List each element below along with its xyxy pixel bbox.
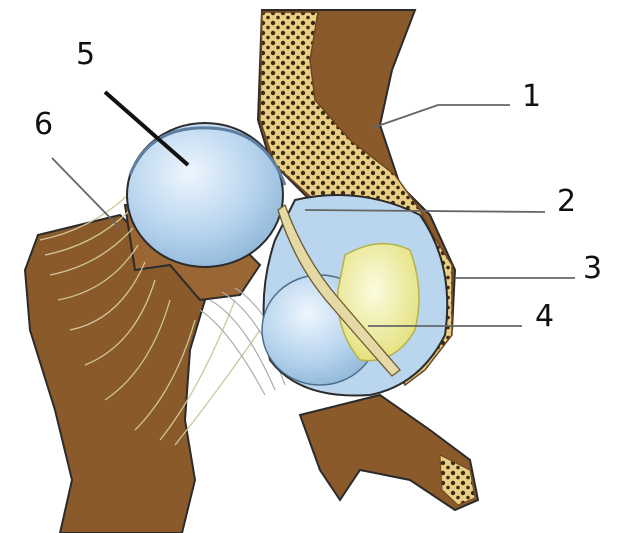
label-2: 2: [557, 184, 577, 219]
ligament-fibres: [39, 194, 261, 446]
leader-line-1: [371, 104, 439, 129]
leader-line-2: [304, 209, 546, 213]
label-6: 6: [34, 107, 54, 142]
femoral-head: [126, 122, 284, 268]
ischium-bone: [298, 393, 480, 512]
ligamentum-teres: [277, 203, 401, 377]
label-1: 1: [522, 79, 542, 114]
head-cartilage-rim: [128, 126, 287, 186]
label-4: 4: [535, 299, 555, 334]
leader-line-5: [103, 90, 190, 167]
fat-pad: [336, 242, 420, 362]
ischium-spongy: [439, 454, 476, 506]
label-3: 3: [583, 251, 603, 286]
label-5: 5: [76, 37, 96, 72]
leader-lines: [51, 104, 575, 327]
leader-line-6: [51, 157, 121, 229]
